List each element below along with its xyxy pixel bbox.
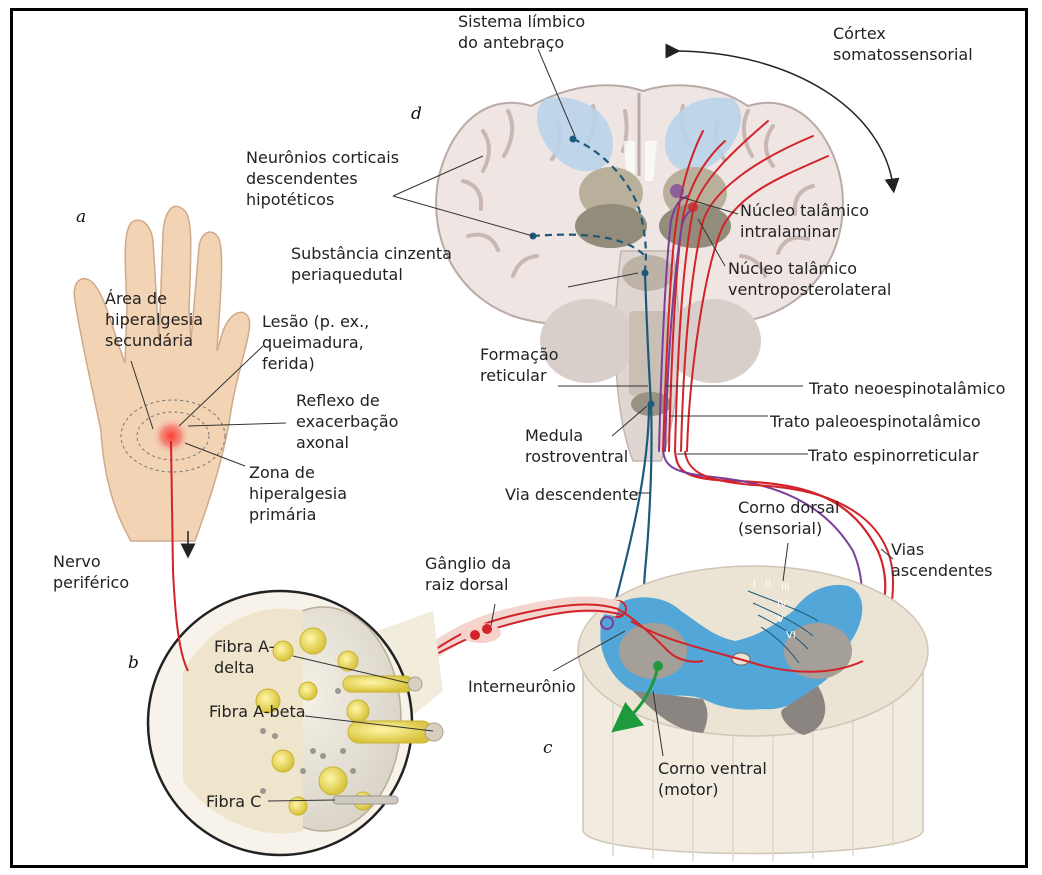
label-corno-dorsal: Corno dorsal (sensorial) [738, 497, 839, 539]
label-substancia-cinzenta: Substância cinzenta periaquedutal [291, 243, 452, 285]
label-zona-hiperalgesia-primaria: Zona de hiperalgesia primária [249, 462, 347, 525]
hand-outline [74, 206, 249, 541]
label-via-descendente: Via descendente [505, 484, 638, 505]
nerve-cross-section [148, 591, 443, 855]
fiber-a-beta [348, 721, 443, 743]
label-nucleo-ventroposterolateral: Núcleo talâmico ventroposterolateral [728, 258, 891, 300]
hand [74, 206, 249, 671]
label-reflexo-exacerbacao: Reflexo de exacerbação axonal [296, 390, 398, 453]
spinal-cord-section [578, 566, 928, 861]
label-sistema-limbico: Sistema límbico do antebraço [458, 11, 585, 53]
panel-letter-d: d [411, 104, 422, 124]
label-nervo-periferico: Nervo periférico [53, 551, 129, 593]
label-vias-ascendentes: Vias ascendentes [891, 539, 993, 581]
label-fibra-c: Fibra C [206, 791, 261, 812]
label-fibra-a-delta: Fibra A- delta [214, 636, 274, 678]
lamina-2: II [765, 574, 771, 595]
lamina-5: V [777, 609, 784, 630]
label-trato-paleoespinotalamico: Trato paleoespinotalâmico [770, 411, 981, 432]
label-formacao-reticular: Formação reticular [480, 344, 559, 386]
label-neuronios-corticais: Neurônios corticais descendentes hipotét… [246, 147, 399, 210]
label-nucleo-intralaminar: Núcleo talâmico intralaminar [740, 200, 869, 242]
label-medula-rostroventral: Medula rostroventral [525, 425, 628, 467]
label-trato-espinorreticular: Trato espinorreticular [808, 445, 979, 466]
figure-frame: a b c d Sistema límbico do antebraço Cór… [10, 8, 1028, 868]
dorsal-root-ganglion [461, 623, 501, 643]
label-cortex-somatossensorial: Córtex somatossensorial [833, 23, 973, 65]
label-lesao: Lesão (p. ex., queimadura, ferida) [262, 311, 369, 374]
panel-letter-b: b [128, 653, 139, 673]
lamina-1: I [753, 574, 756, 595]
panel-letter-c: c [543, 738, 553, 758]
label-corno-ventral: Corno ventral (motor) [658, 758, 767, 800]
label-area-hiperalgesia-secundaria: Área de hiperalgesia secundária [105, 288, 203, 351]
label-interneuronio: Interneurônio [468, 676, 576, 697]
pain-pathway-diagram [13, 11, 1025, 865]
fiber-a-delta [343, 676, 422, 692]
label-trato-neoespinotalamico: Trato neoespinotalâmico [809, 378, 1005, 399]
lamina-6: VI [786, 625, 796, 646]
fiber-c [333, 796, 398, 804]
label-ganglio-raiz-dorsal: Gânglio da raiz dorsal [425, 553, 511, 595]
panel-letter-a: a [76, 207, 86, 227]
label-fibra-a-beta: Fibra A-beta [209, 701, 306, 722]
